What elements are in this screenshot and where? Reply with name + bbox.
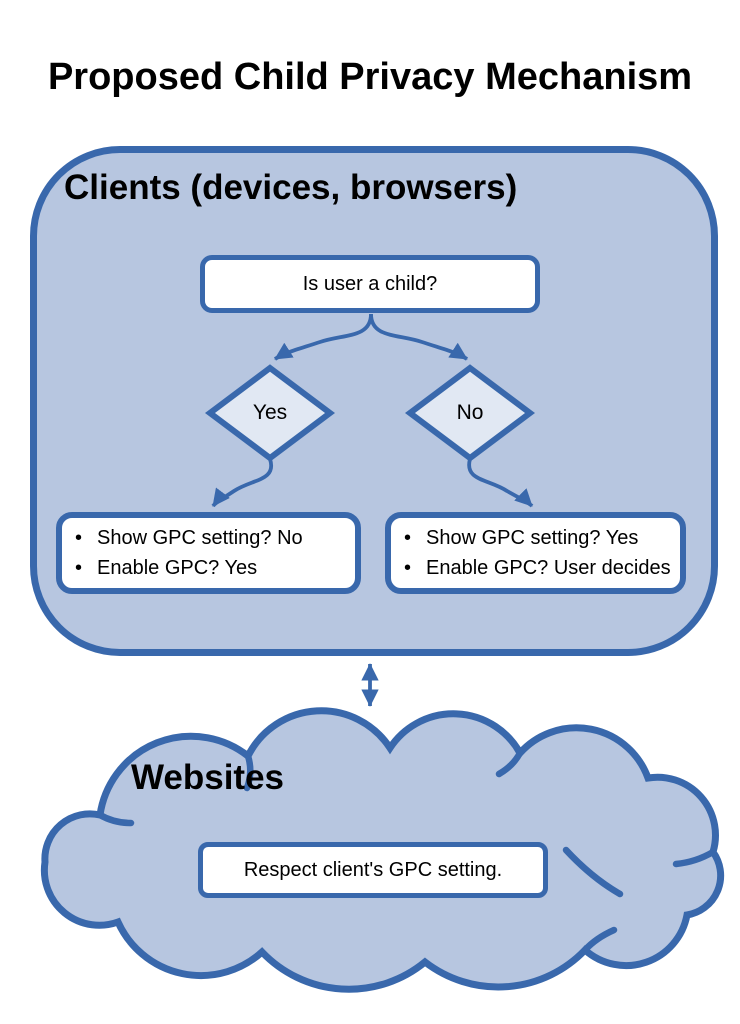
bullet-text: Enable GPC? User decides [426,557,671,579]
websites-heading: Websites [131,758,285,797]
page-title: Proposed Child Privacy Mechanism [47,56,693,98]
no-outcome-box: • Show GPC setting? Yes • Enable GPC? Us… [385,512,686,594]
bullet-text: Show GPC setting? No [97,527,303,549]
bullet-icon: • [404,557,412,579]
bullet-icon: • [75,527,83,549]
respect-box: Respect client's GPC setting. [198,842,548,898]
bullet-text: Enable GPC? Yes [97,557,258,579]
bullet-text: Show GPC setting? Yes [426,527,639,549]
yes-outcome-box: • Show GPC setting? No • Enable GPC? Yes [56,512,361,594]
list-item: • Enable GPC? Yes [75,554,355,582]
respect-text: Respect client's GPC setting. [243,858,503,881]
list-item: • Show GPC setting? No [75,524,355,552]
list-item: • Enable GPC? User decides [404,554,680,582]
diamond-label-yes: Yes [252,401,288,424]
list-item: • Show GPC setting? Yes [404,524,680,552]
question-box: Is user a child? [200,255,540,313]
bullet-icon: • [404,527,412,549]
bullet-icon: • [75,557,83,579]
diamond-label-no: No [456,401,484,424]
question-text: Is user a child? [302,272,438,295]
clients-heading: Clients (devices, browsers) [64,168,518,207]
